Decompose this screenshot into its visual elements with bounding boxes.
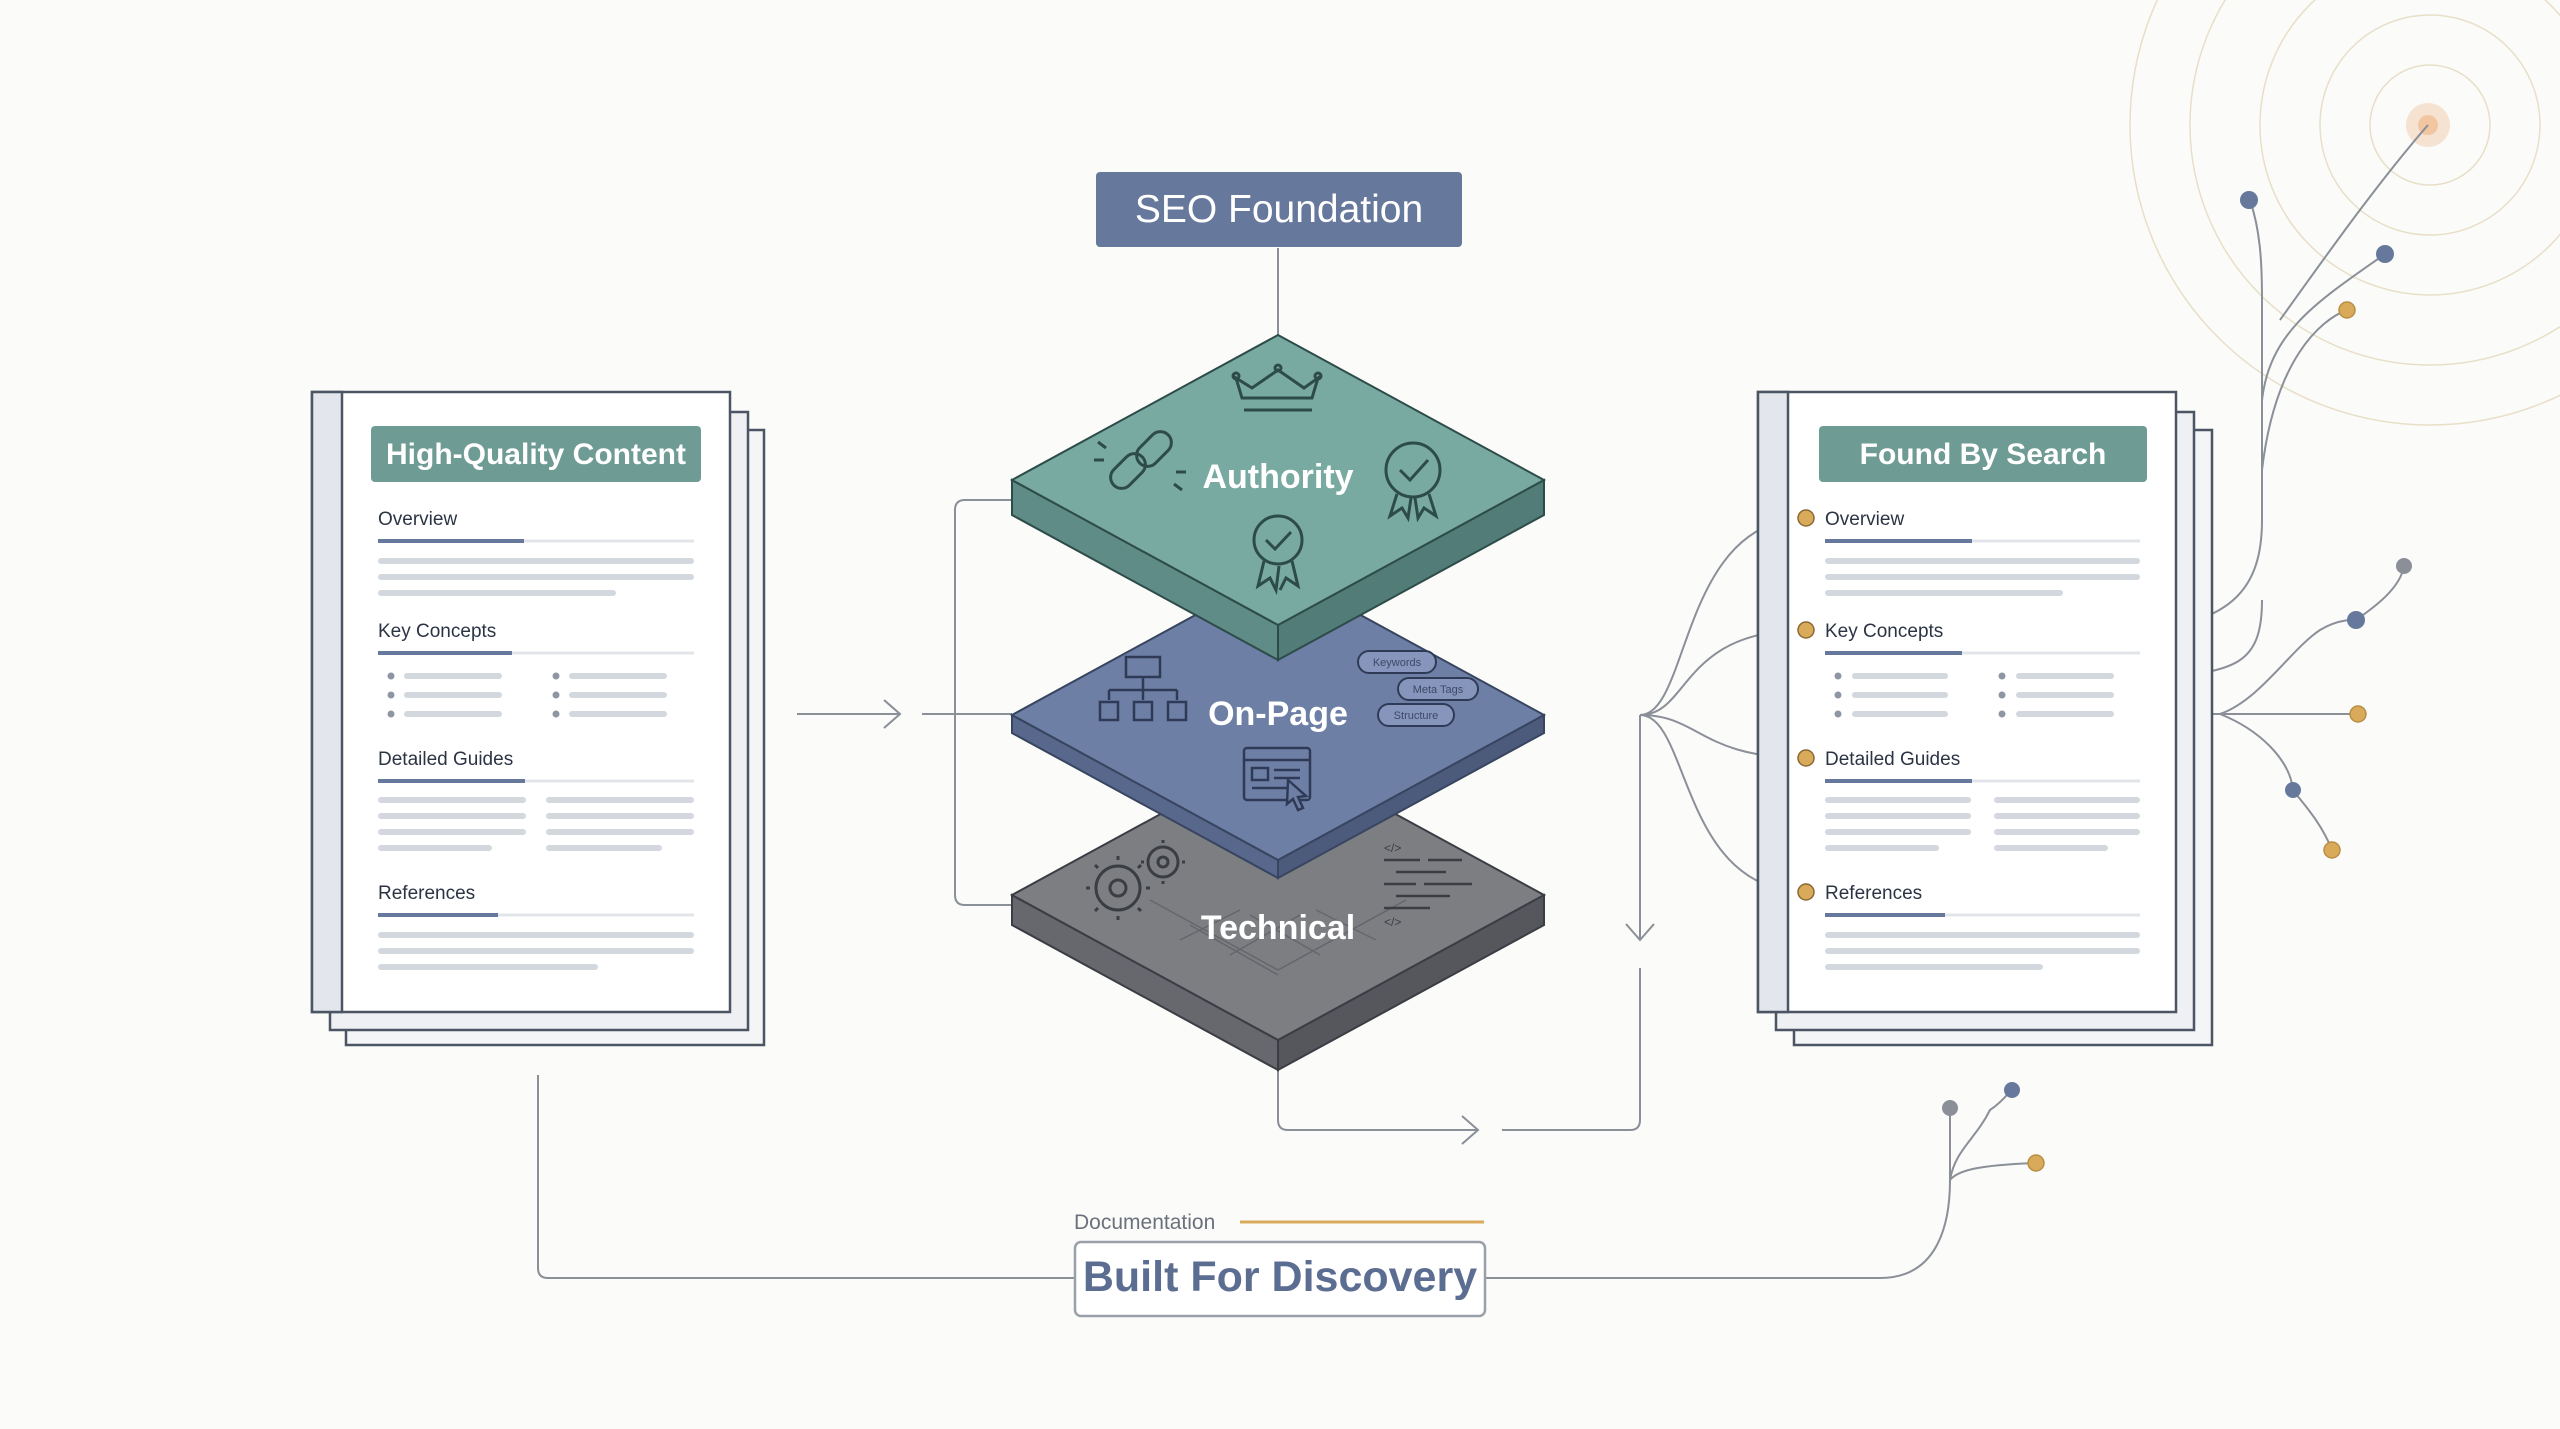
chip-keywords: Keywords xyxy=(1373,657,1422,669)
doc-section-heading: Key Concepts xyxy=(1825,621,1943,642)
node-dot xyxy=(2376,245,2394,263)
title-box: SEO Foundation xyxy=(1096,172,1462,247)
chip-structure: Structure xyxy=(1394,710,1439,722)
link-icon xyxy=(1094,430,1186,492)
svg-text:</>: </> xyxy=(1384,841,1401,855)
doc-section-heading: Overview xyxy=(1825,509,1904,530)
crown-icon xyxy=(1231,363,1323,412)
bottom-title: Built For Discovery xyxy=(1083,1253,1477,1301)
diagram-title: SEO Foundation xyxy=(1135,188,1423,231)
code-lines-icon: </> </> xyxy=(1384,841,1472,929)
svg-text:</>: </> xyxy=(1384,915,1401,929)
right-document: Found By Search Overview Key Concepts De… xyxy=(1756,390,2214,1047)
sitemap-icon xyxy=(1098,655,1188,722)
layer-label: On-Page xyxy=(1208,695,1348,733)
layer-on-page: Keywords Meta Tags Structure On-Page xyxy=(1009,568,1547,880)
node-dot xyxy=(2285,782,2301,798)
radar-arcs xyxy=(2129,0,2560,426)
left-document: High-Quality Content Overview Key Concep… xyxy=(310,390,766,1047)
doc-section-heading: Overview xyxy=(378,509,457,530)
left-doc-title: High-Quality Content xyxy=(386,438,686,471)
keyword-chips: Keywords Meta Tags Structure xyxy=(1357,650,1479,727)
bottom-caption: Documentation xyxy=(1074,1211,1215,1234)
circuit-grid xyxy=(1149,899,1407,976)
browser-cursor-icon xyxy=(1242,746,1312,812)
doc-section-heading: References xyxy=(1825,883,1922,904)
right-doc-title-tag xyxy=(1819,426,2147,482)
node-dot xyxy=(2396,558,2412,574)
doc-section-heading: Detailed Guides xyxy=(1825,749,1960,770)
node-dot xyxy=(2347,611,2365,629)
left-doc-title-tag xyxy=(371,426,701,482)
right-doc-title: Found By Search xyxy=(1860,438,2107,471)
badge-icon xyxy=(1384,441,1442,523)
award-ribbon-icon xyxy=(1252,514,1304,596)
node-dot xyxy=(2338,301,2356,319)
layer-label: Authority xyxy=(1202,458,1353,496)
layer-authority: Authority xyxy=(1009,333,1547,662)
doc-section-heading: Key Concepts xyxy=(378,621,496,642)
doc-section-heading: Detailed Guides xyxy=(378,749,513,770)
node-dot xyxy=(2027,1154,2045,1172)
node-dot xyxy=(2240,191,2258,209)
chip-meta-tags: Meta Tags xyxy=(1413,684,1464,696)
gears-icon xyxy=(1086,840,1185,920)
doc-section-heading: References xyxy=(378,883,475,904)
node-dot xyxy=(2349,705,2367,723)
layer-technical: </> </> Technical xyxy=(1009,748,1547,1072)
bottom-label: Documentation Built For Discovery xyxy=(1073,1211,1487,1318)
layer-label: Technical xyxy=(1201,909,1355,947)
node-dot xyxy=(2004,1082,2020,1098)
node-dot xyxy=(2323,841,2341,859)
node-dot xyxy=(1942,1100,1958,1116)
